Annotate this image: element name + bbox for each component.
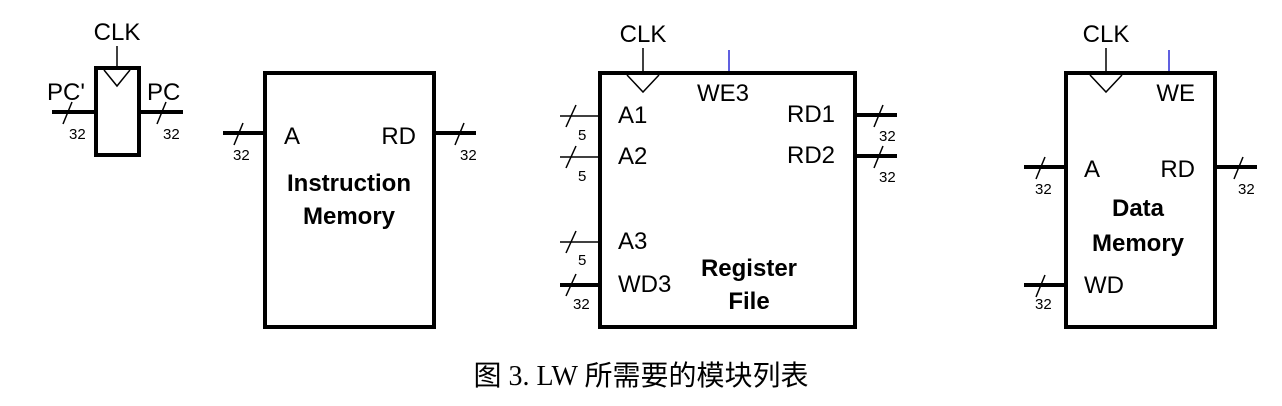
- dmem-block: [1064, 71, 1217, 329]
- pc-in-width-slash: [62, 101, 73, 125]
- rf-title-line2: File: [728, 288, 769, 315]
- rf-a2-width: 5: [578, 168, 586, 185]
- rf-a2-width-slash: [565, 145, 577, 169]
- dmem-a-label: A: [1084, 156, 1100, 183]
- figure-caption: 图 3. LW 所需要的模块列表: [474, 360, 809, 392]
- dmem-clock-triangle-icon: [1089, 74, 1123, 94]
- rf-wd3-label: WD3: [618, 271, 671, 298]
- imem-a-label: A: [284, 123, 300, 150]
- rf-wd3-width-slash: [565, 273, 577, 297]
- rf-rd1-width: 32: [879, 128, 896, 145]
- rf-clk-label: CLK: [620, 21, 667, 48]
- imem-a-width: 32: [233, 147, 250, 164]
- rf-a3-label: A3: [618, 228, 647, 255]
- dmem-title-line1: Data: [1112, 195, 1165, 222]
- dmem-a-width-slash: [1035, 156, 1046, 180]
- dmem-rd-width-slash: [1233, 156, 1244, 180]
- rf-a1-width-slash: [565, 104, 577, 128]
- imem-title-line1: Instruction: [287, 170, 411, 197]
- dmem-title-line2: Memory: [1092, 230, 1185, 257]
- dmem-wd-width-slash: [1035, 274, 1046, 298]
- pc-out-label: PC: [147, 79, 180, 106]
- imem-a-width-slash: [233, 122, 244, 146]
- imem-title-line2: Memory: [303, 203, 396, 230]
- rf-wd3-width: 32: [573, 296, 590, 313]
- imem-rd-label: RD: [381, 123, 416, 150]
- imem-rd-width-slash: [454, 122, 465, 146]
- imem-rd-width: 32: [460, 147, 477, 164]
- instruction-memory: 32 32 A RD Instruction Memory: [223, 71, 477, 329]
- rf-rd2-label: RD2: [787, 142, 835, 169]
- rf-title-line1: Register: [701, 255, 797, 282]
- pc-out-width-slash: [156, 101, 167, 125]
- rf-a1-width: 5: [578, 127, 586, 144]
- rf-rd2-width-slash: [873, 145, 884, 169]
- pc-block: [94, 66, 141, 157]
- pc-in-label: PC': [47, 79, 85, 106]
- data-memory: CLK WE 32 A 32 RD 32 WD Data Memory: [1024, 21, 1257, 329]
- imem-block: [263, 71, 436, 329]
- rf-we-label: WE3: [697, 80, 749, 107]
- pc-in-width: 32: [69, 126, 86, 143]
- dmem-rd-width: 32: [1238, 181, 1255, 198]
- rf-a3-width-slash: [565, 230, 577, 254]
- dmem-wd-width: 32: [1035, 296, 1052, 313]
- rf-rd1-width-slash: [873, 104, 884, 128]
- rf-rd1-label: RD1: [787, 101, 835, 128]
- dmem-wd-label: WD: [1084, 272, 1124, 299]
- register-file: CLK WE3 5 A1 5 A2 5 A3 32 WD3 32 RD1 32 …: [560, 21, 897, 329]
- dmem-we-label: WE: [1156, 80, 1195, 107]
- pc-clock-triangle-icon: [103, 69, 131, 88]
- rf-rd2-width: 32: [879, 169, 896, 186]
- dmem-a-width: 32: [1035, 181, 1052, 198]
- rf-a2-label: A2: [618, 143, 647, 170]
- dmem-clk-label: CLK: [1083, 21, 1130, 48]
- pc-register: CLK PC' PC 32 32: [47, 19, 183, 157]
- dmem-rd-label: RD: [1160, 156, 1195, 183]
- rf-a1-label: A1: [618, 102, 647, 129]
- rf-block: [598, 71, 857, 329]
- pc-clk-label: CLK: [94, 19, 141, 46]
- pc-out-width: 32: [163, 126, 180, 143]
- rf-a3-width: 5: [578, 252, 586, 269]
- rf-clock-triangle-icon: [626, 74, 660, 94]
